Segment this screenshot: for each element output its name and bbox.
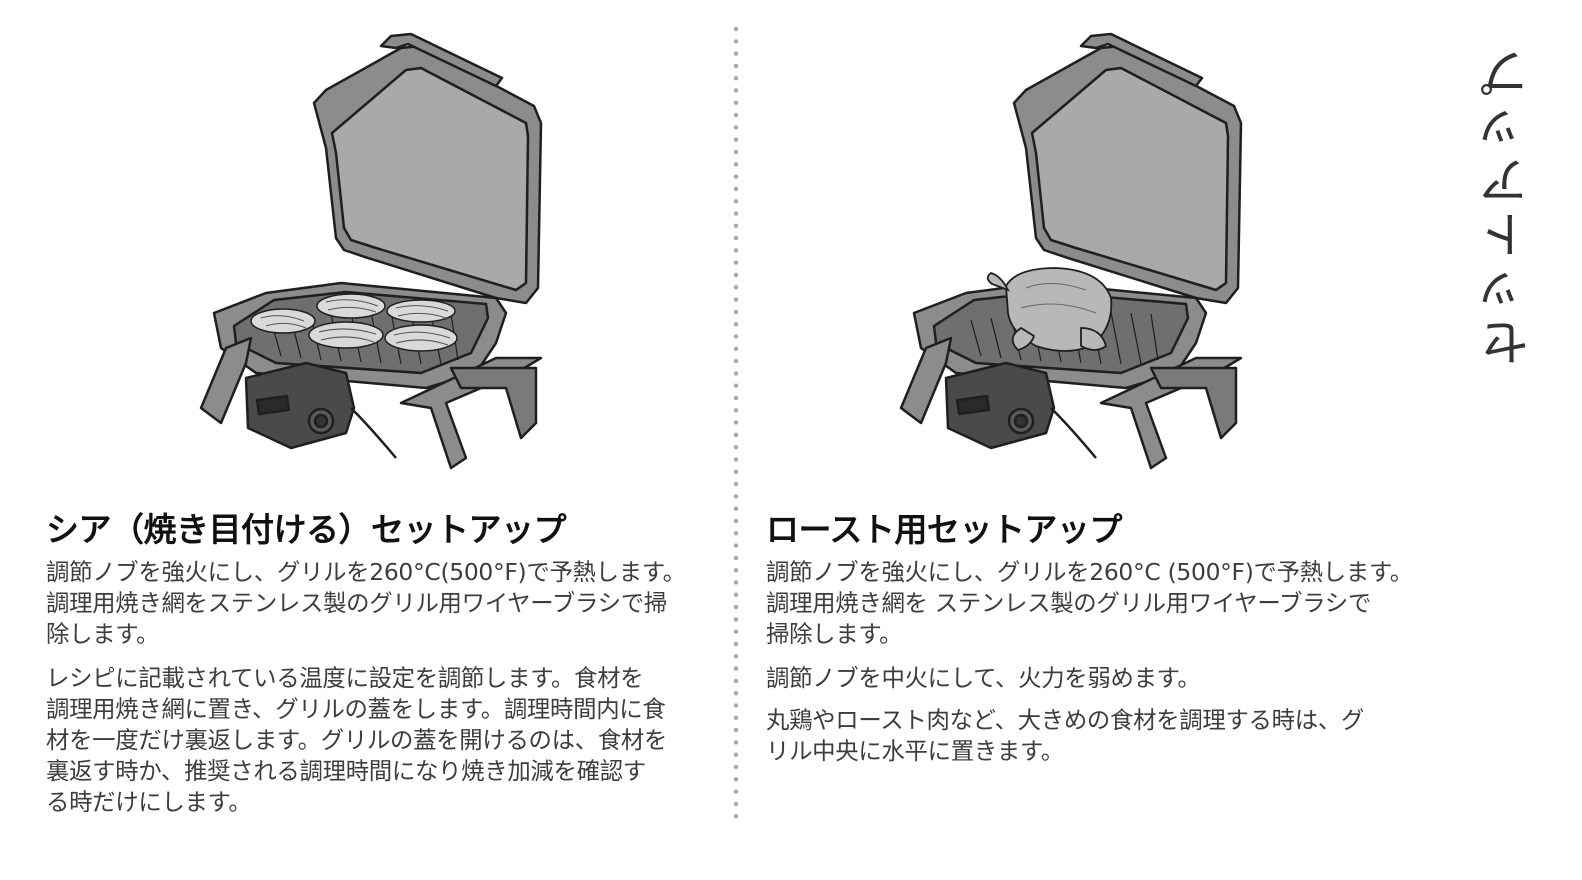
divider-dot (733, 580, 739, 585)
divider-dot (733, 408, 739, 413)
divider-dot (733, 211, 739, 216)
divider-dot (733, 112, 739, 118)
text-line: 調節ノブを強火にし、グリルを260°C (500°F)で予熱します。 (766, 558, 1413, 586)
divider-dot (733, 678, 739, 684)
text-line: 除します。 (46, 620, 160, 648)
divider-dot (733, 199, 739, 204)
divider-dot (733, 801, 739, 807)
divider-dot (733, 162, 739, 167)
divider-dot (733, 26, 739, 32)
divider-dot (733, 445, 739, 450)
divider-dot (733, 272, 739, 278)
divider-dot (733, 469, 739, 474)
divider-dot (733, 125, 739, 130)
divider-dot (733, 481, 739, 487)
divider-dot (733, 604, 739, 610)
divider-dot (733, 740, 739, 745)
divider-dot (733, 568, 739, 573)
text-line: 裏返す時か、推奨される調理時間になり焼き加減を確認す (46, 757, 646, 785)
text-line: レシピに記載されている温度に設定を調節します。食材を (46, 664, 644, 692)
divider-dot (733, 777, 739, 782)
divider-dot (733, 235, 739, 241)
divider-dot (733, 149, 739, 155)
divider-dot (733, 334, 739, 339)
divider-dot (733, 691, 739, 696)
divider-dot (733, 543, 739, 548)
sear-setup-paragraph-2: レシピに記載されている温度に設定を調節します。食材を 調理用焼き網に置き、グリル… (46, 663, 667, 818)
divider-dot (733, 654, 739, 659)
roast-setup-paragraph-1: 調節ノブを強火にし、グリルを260°C (500°F)で予熱します。 調理用焼き… (766, 557, 1413, 650)
divider-dot (733, 752, 739, 757)
divider-dot (733, 358, 739, 364)
divider-dot (733, 555, 739, 561)
text-line: 調理用焼き網に置き、グリルの蓋をします。調理時間内に食 (46, 695, 666, 723)
grill-with-roast-chicken-icon (899, 32, 1243, 470)
divider-dot (733, 494, 739, 499)
divider-dot (733, 51, 739, 56)
divider-dot (733, 518, 739, 524)
divider-dot (733, 764, 739, 770)
side-section-tab: セットアップ (1468, 26, 1548, 386)
divider-dot (733, 666, 739, 671)
text-line: る時だけにします。 (46, 788, 252, 816)
text-line: 掃除します。 (766, 620, 903, 648)
divider-dot (733, 703, 739, 708)
text-line: 材を一度だけ裏返します。グリルの蓋を開けるのは、食材を (46, 726, 668, 754)
divider-dot (733, 39, 739, 44)
side-tab-label: セットアップ (1479, 44, 1537, 368)
sear-setup-paragraph-1: 調節ノブを強火にし、グリルを260°C(500°F)で予熱します。 調理用焼き網… (46, 557, 686, 650)
divider-dot (733, 432, 739, 438)
text-line: 丸鶏やロースト肉など、大きめの食材を調理する時は、グ (766, 706, 1365, 734)
text-line: 調理用焼き網をステンレス製のグリル用ワイヤーブラシで掃 (46, 589, 667, 617)
divider-dot (733, 174, 739, 179)
divider-dot (733, 715, 739, 720)
sear-setup-title: シア（焼き目付ける）セットアップ (46, 510, 567, 549)
divider-dot (733, 76, 739, 81)
divider-dot (733, 100, 739, 106)
divider-dot (733, 506, 739, 511)
roast-setup-paragraph-2: 調節ノブを中火にして、火力を弱めます。 (766, 663, 1201, 694)
divider-dot (733, 260, 739, 265)
divider-dot (733, 371, 739, 376)
divider-dot (733, 346, 739, 351)
divider-dot (733, 629, 739, 634)
divider-dot (733, 617, 739, 622)
text-line: 調理用焼き網を ステンレス製のグリル用ワイヤーブラシで (766, 589, 1371, 617)
divider-dot (733, 383, 739, 388)
divider-dot (733, 395, 739, 401)
divider-dot (733, 223, 739, 228)
divider-dot (733, 457, 739, 462)
divider-dot (733, 531, 739, 536)
divider-dot (733, 641, 739, 647)
divider-dot (733, 297, 739, 302)
roast-setup-paragraph-3: 丸鶏やロースト肉など、大きめの食材を調理する時は、グ リル中央に水平に置きます。 (766, 705, 1364, 767)
divider-dot (733, 63, 739, 69)
divider-dot (733, 789, 739, 794)
text-line: リル中央に水平に置きます。 (766, 737, 1064, 765)
roast-setup-title: ロースト用セットアップ (766, 510, 1122, 549)
divider-dot (733, 309, 739, 315)
divider-dot (733, 727, 739, 733)
text-line: 調節ノブを強火にし、グリルを260°C(500°F)で予熱します。 (46, 558, 686, 586)
divider-dot (733, 137, 739, 142)
divider-dot (733, 592, 739, 597)
divider-dot (733, 285, 739, 290)
grill-with-steaks-icon (199, 32, 543, 470)
text-line: 調節ノブを中火にして、火力を弱めます。 (766, 664, 1201, 692)
dotted-divider (733, 26, 739, 819)
divider-dot (733, 248, 739, 253)
divider-dot (733, 88, 739, 93)
divider-dot (733, 420, 739, 425)
divider-dot (733, 322, 739, 327)
divider-dot (733, 814, 739, 819)
divider-dot (733, 186, 739, 192)
